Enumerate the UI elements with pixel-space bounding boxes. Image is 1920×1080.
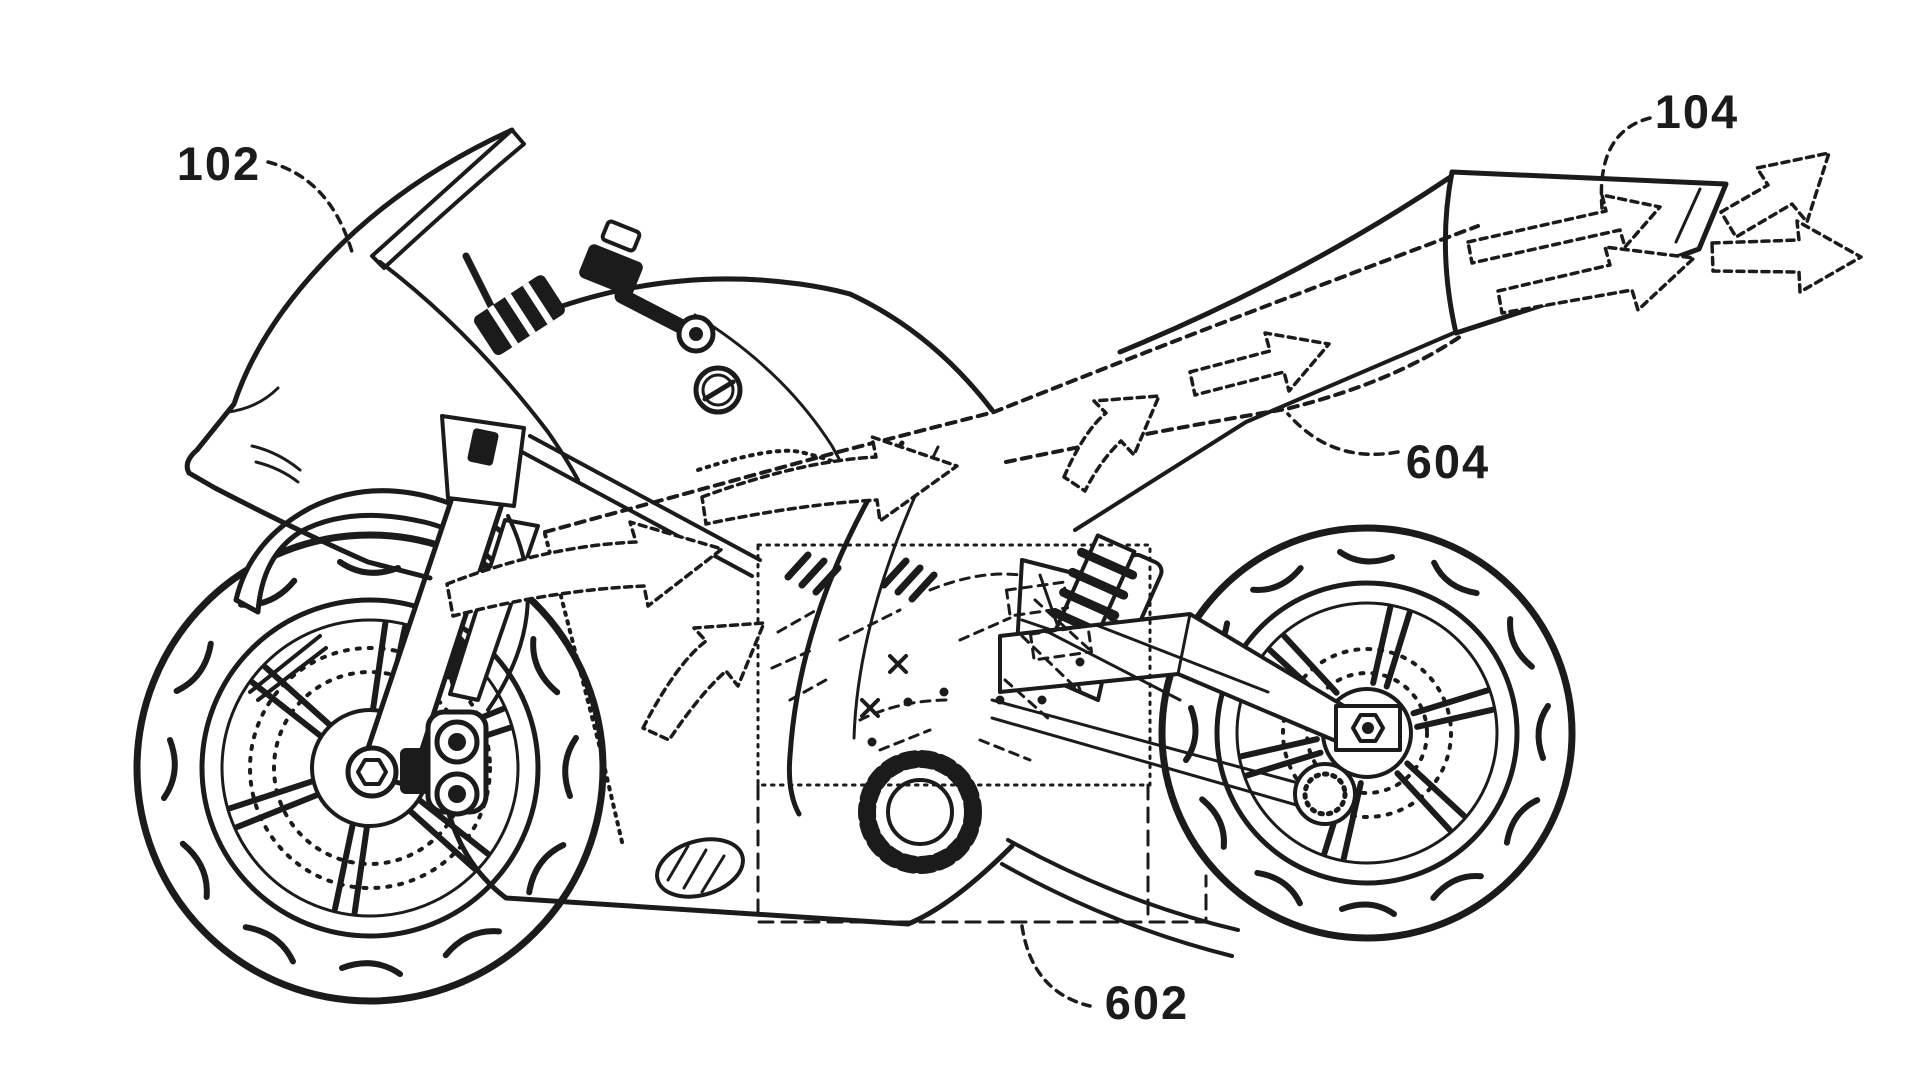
rear-brake-disc — [1305, 671, 1429, 795]
front-disc-outer-dots — [248, 646, 492, 890]
engine-x-marks — [860, 654, 908, 718]
fender-stay — [248, 634, 328, 702]
headlight-slit — [250, 444, 302, 484]
brake-hose — [486, 514, 530, 712]
exhaust-lines — [1000, 838, 1240, 958]
belly-vent-slats — [666, 844, 726, 894]
front-rim-inner — [220, 618, 520, 918]
seat-dip — [847, 291, 995, 413]
airflow-arrow-exit-lower — [1710, 219, 1863, 294]
front-axle-hex — [356, 758, 388, 786]
leader-104 — [1599, 116, 1652, 210]
airflow-arrow-exit-upper — [1719, 151, 1831, 239]
airflow-arrow-duct-band — [1188, 331, 1331, 397]
ref-label-102: 102 — [177, 137, 261, 190]
rear-tire — [1158, 524, 1576, 942]
ref-label-104: 104 — [1655, 85, 1739, 138]
nose-crease — [226, 386, 280, 414]
master-cylinder — [579, 244, 643, 296]
ref-label-604: 604 — [1406, 435, 1490, 488]
belly-vent-pod — [655, 837, 745, 899]
airflow-arrow-fairing-lower — [641, 621, 766, 742]
duct-upper-boundary — [543, 224, 1480, 534]
rear-tire-treads — [1183, 549, 1551, 917]
ref-label-602: 602 — [1105, 976, 1189, 1029]
airflow-arrow-fairing-upper — [445, 520, 724, 618]
front-tire — [133, 531, 607, 1005]
swingarm-facets — [1046, 612, 1270, 702]
fork-clamp-bolt — [467, 428, 499, 466]
undertail-edge — [1073, 330, 1458, 532]
rear-rim-outer — [1214, 580, 1520, 886]
duct-lower-boundary — [1004, 332, 1466, 464]
rear-axle-center — [1362, 722, 1374, 734]
engine-dotted-box — [756, 543, 1152, 787]
tail-end-bevel — [1674, 187, 1702, 244]
rear-rim-inner — [1235, 601, 1499, 865]
fuel-cap-slot — [702, 379, 736, 402]
airflow-arrow-seat-curve — [1062, 394, 1161, 493]
airflow-arrows — [445, 151, 1863, 742]
sprocket-bolts — [1302, 771, 1348, 817]
handlebar-controls — [462, 219, 716, 356]
windscreen — [370, 128, 526, 270]
caliper-bracket — [400, 748, 430, 794]
airflow-arrow-midband — [700, 435, 959, 526]
reference-labels: 102 104 604 602 — [177, 85, 1739, 1029]
cockpit-edge — [378, 260, 580, 482]
engine-hidden-lines — [770, 572, 1094, 762]
front-rim-outer — [199, 597, 541, 939]
seat-tail-topline — [1117, 173, 1455, 355]
bodywork — [184, 127, 1729, 927]
rear-disc-bolt-ring — [1281, 647, 1453, 819]
engine-compartment — [770, 440, 1094, 874]
caliper-piston-top-center — [448, 733, 466, 751]
airflow-arrow-tail-upper — [1466, 193, 1662, 265]
engine-fins — [784, 551, 938, 603]
leader-604 — [1286, 412, 1400, 457]
frame-cover-curve — [786, 440, 905, 817]
fuel-cap-inner — [701, 373, 735, 407]
leader-102 — [266, 160, 354, 254]
leader-602 — [1020, 924, 1092, 1008]
starter-gear-teeth — [858, 750, 982, 874]
front-tire-treads — [161, 559, 579, 977]
fairing-dotted-edge — [543, 532, 624, 844]
airflow-arrow-tail-lower — [1496, 245, 1696, 315]
starter-gear-hub — [886, 778, 954, 846]
bar-riser — [474, 275, 565, 356]
engine-outer-dashed-box — [756, 783, 1208, 924]
caliper-piston-bottom-center — [448, 785, 466, 803]
engine-dots — [867, 657, 1085, 747]
front-fairing-nose — [184, 127, 515, 581]
engine-region-dashed-box — [756, 543, 1208, 924]
fuel-tank-top — [542, 276, 853, 315]
reservoir-cap — [600, 219, 642, 253]
bar-end-center — [689, 327, 703, 341]
handlebar-grip — [614, 288, 696, 338]
